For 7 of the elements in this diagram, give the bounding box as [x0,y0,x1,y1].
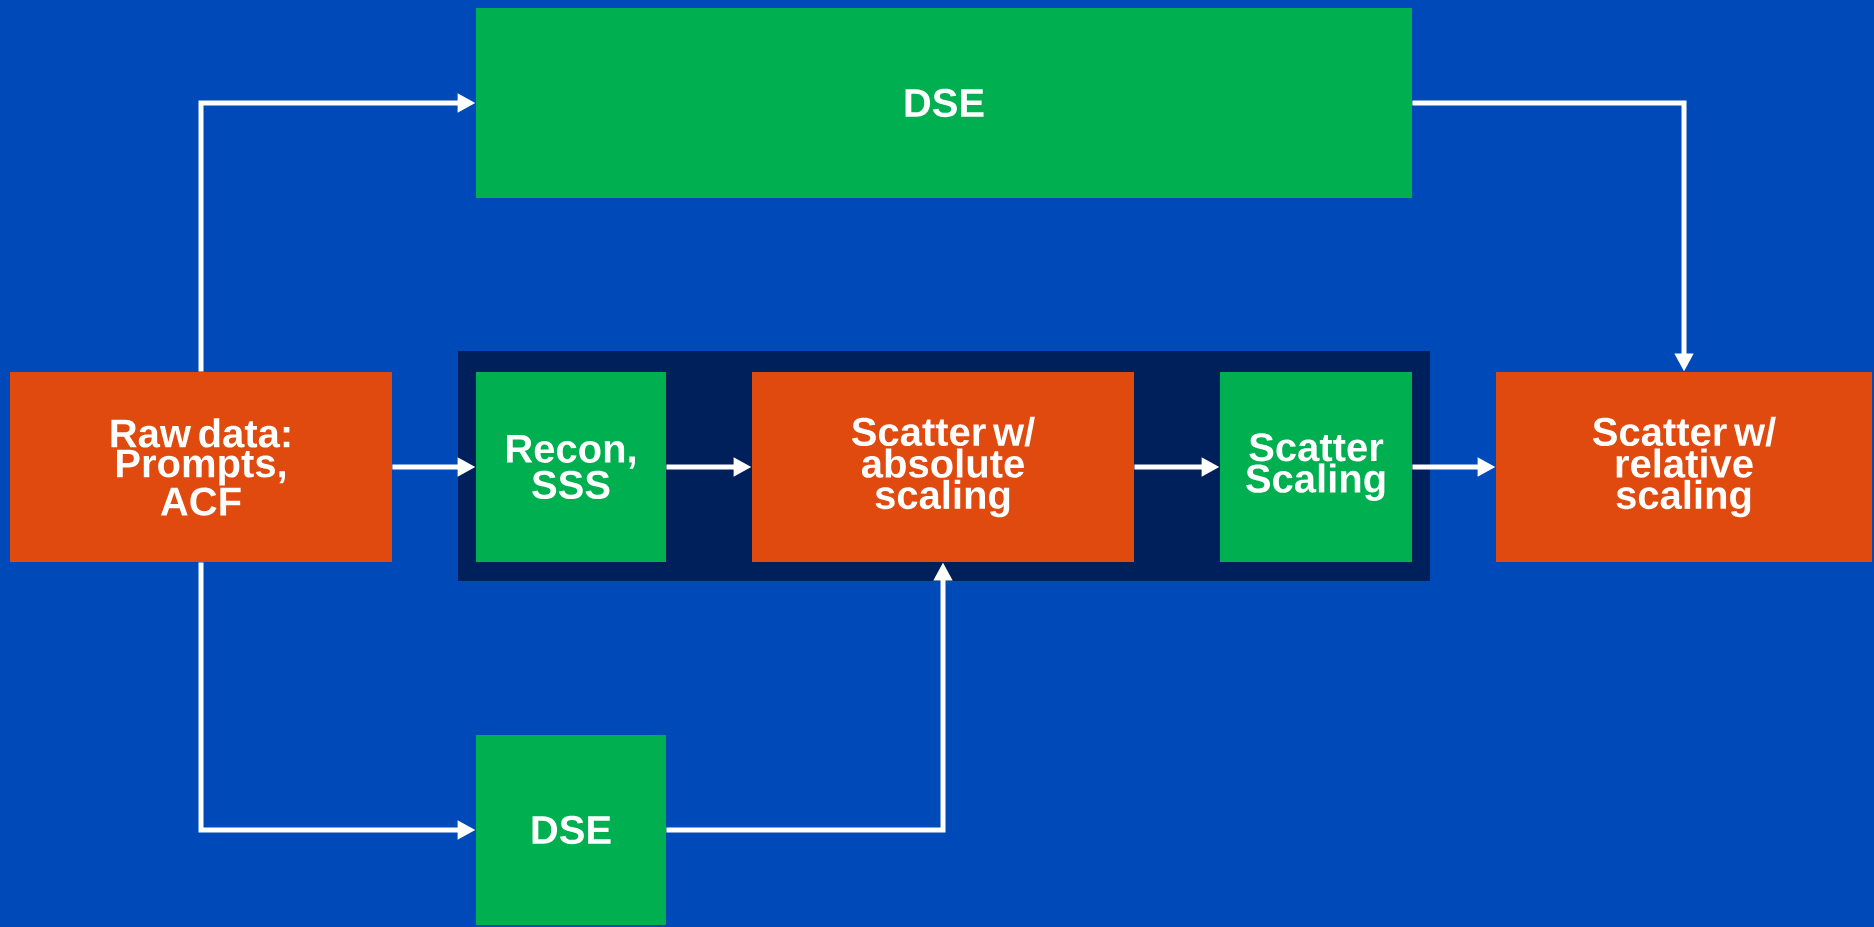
process-box: Raw data: Prompts, ACF [10,372,392,562]
process-box: DSE [476,8,1412,198]
process-box: Recon, SSS [476,372,666,562]
process-box: Scatter w/ relative scaling [1496,372,1872,562]
process-box: Scatter w/ absolute scaling [752,372,1134,562]
process-box: Scatter Scaling [1220,372,1412,562]
process-box: DSE [476,735,666,925]
